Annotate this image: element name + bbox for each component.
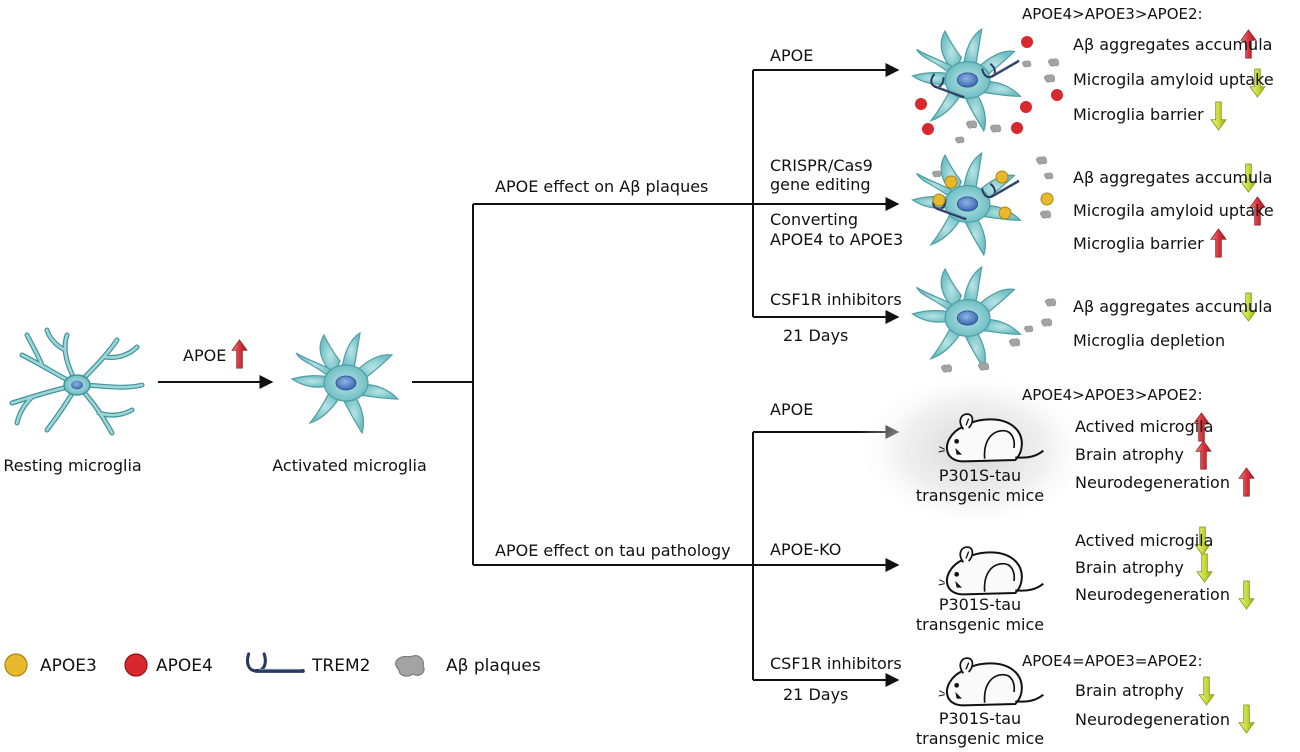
plaques-branch-label: APOE effect on Aβ plaques bbox=[495, 177, 709, 196]
plaque-blob bbox=[1041, 318, 1053, 327]
convert-label-1: Converting bbox=[770, 210, 859, 229]
apoe3-dot bbox=[1040, 192, 1054, 206]
legend-apoe4-label: APOE4 bbox=[156, 656, 213, 676]
mouse-ko-image bbox=[937, 545, 1045, 596]
tau-branch-label: APOE effect on tau pathology bbox=[495, 541, 731, 560]
mouse-caption-1b: transgenic mice bbox=[915, 486, 1045, 505]
plaque-blob bbox=[1048, 58, 1060, 67]
outcome-t3-1: Brain atrophy bbox=[1075, 681, 1184, 700]
apoe4-dot bbox=[1020, 101, 1032, 113]
outcome-t2-1: Actived microgila bbox=[1075, 531, 1214, 550]
days-top-label: 21 Days bbox=[783, 326, 849, 345]
down-arrow-icon bbox=[1198, 676, 1215, 706]
plaque-blob bbox=[1040, 210, 1052, 219]
resting-microglia-image bbox=[12, 330, 142, 433]
plaque-blob bbox=[1044, 74, 1056, 83]
outcome-t1-1: Actived microgila bbox=[1075, 417, 1214, 436]
plaque-blob bbox=[941, 364, 953, 373]
up-arrow-icon bbox=[1210, 228, 1227, 258]
legend-trem2-label: TREM2 bbox=[312, 656, 371, 676]
plaque-blob bbox=[978, 362, 990, 371]
apoe4-dot bbox=[1051, 89, 1063, 101]
down-arrow-icon bbox=[1210, 101, 1227, 131]
plaque-panel-crispr bbox=[911, 152, 1054, 256]
trem2-legend-icon bbox=[247, 654, 302, 671]
csf1r-top-label: CSF1R inhibitors bbox=[770, 290, 902, 309]
plaque-blob bbox=[1024, 325, 1034, 333]
plaque-apoe-label: APOE bbox=[770, 46, 814, 65]
legend-apoe3-label: APOE3 bbox=[40, 656, 97, 676]
outcome-t2-2: Brain atrophy bbox=[1075, 558, 1184, 577]
legend-plaques-label: Aβ plaques bbox=[446, 656, 541, 676]
apoe3-dot bbox=[998, 206, 1012, 220]
outcome-t1-3: Neurodegeneration bbox=[1075, 473, 1230, 492]
outcome-p1-1: Aβ aggregates accumula bbox=[1073, 35, 1273, 54]
apoe4-dot bbox=[922, 123, 934, 135]
plaque-panel-apoe bbox=[911, 28, 1063, 144]
mouse-caption-1a: P301S-tau bbox=[938, 466, 1022, 485]
down-arrow-icon bbox=[1196, 553, 1213, 583]
mouse-caption-2a: P301S-tau bbox=[938, 595, 1022, 614]
outcome-t2-3: Neurodegeneration bbox=[1075, 585, 1230, 604]
plaque-blob bbox=[1044, 172, 1054, 180]
apoe4-dot bbox=[915, 98, 927, 110]
legend-apoe4-dot bbox=[124, 653, 148, 677]
tau-ko-label: APOE-KO bbox=[770, 540, 842, 559]
apoe4-dot bbox=[1011, 122, 1023, 134]
outcome-p1-2: Microgila amyloid uptake bbox=[1073, 70, 1274, 89]
days-bottom-label: 21 Days bbox=[783, 685, 849, 704]
crispr-label-1: CRISPR/Cas9 bbox=[770, 156, 873, 175]
activated-microglia-image bbox=[291, 332, 399, 434]
up-arrow-icon bbox=[1238, 467, 1255, 497]
outcome-p3-2: Microglia depletion bbox=[1073, 331, 1226, 350]
activated-microglia-label: Activated microglia bbox=[272, 456, 427, 475]
legend-apoe3-dot bbox=[4, 653, 28, 677]
apoe3-dot bbox=[995, 170, 1009, 184]
resting-microglia-label: Resting microglia bbox=[3, 456, 142, 475]
plaque-blob bbox=[1009, 338, 1021, 347]
outcome-t1-2: Brain atrophy bbox=[1075, 445, 1184, 464]
tau-apoe-label: APOE bbox=[770, 400, 814, 419]
plaque-panel-csf1r bbox=[911, 266, 1057, 373]
up-arrow-icon bbox=[231, 339, 248, 369]
apoe3-dot bbox=[944, 175, 958, 189]
outcome-p2-1: Aβ aggregates accumula bbox=[1073, 168, 1273, 187]
apoe4-dot bbox=[1021, 36, 1033, 48]
plaque-legend-icon bbox=[394, 654, 425, 677]
mouse-caption-3a: P301S-tau bbox=[938, 709, 1022, 728]
outcome-p3-1: Aβ aggregates accumula bbox=[1073, 297, 1273, 316]
convert-label-2: APOE4 to APOE3 bbox=[770, 230, 904, 249]
apoe-arrow-label: APOE bbox=[183, 346, 227, 365]
plaque-blob bbox=[1022, 60, 1032, 68]
order-mid-label: APOE4>APOE3>APOE2: bbox=[1022, 386, 1203, 404]
up-arrow-icon bbox=[1195, 440, 1212, 470]
plaque-blob bbox=[966, 120, 978, 129]
plaque-blob bbox=[932, 170, 942, 178]
down-arrow-icon bbox=[1238, 580, 1255, 610]
mouse-caption-3b: transgenic mice bbox=[915, 729, 1045, 748]
down-arrow-icon bbox=[1238, 704, 1255, 734]
outcome-p2-3: Microglia barrier bbox=[1073, 234, 1204, 253]
csf1r-bottom-label: CSF1R inhibitors bbox=[770, 654, 902, 673]
order-top-label: APOE4>APOE3>APOE2: bbox=[1022, 5, 1203, 23]
outcome-t3-2: Neurodegeneration bbox=[1075, 710, 1230, 729]
order-equal-label: APOE4=APOE3=APOE2: bbox=[1022, 652, 1203, 670]
plaque-blob bbox=[1036, 156, 1048, 165]
mouse-caption-2b: transgenic mice bbox=[915, 615, 1045, 634]
plaque-blob bbox=[1045, 298, 1057, 307]
flow-lines bbox=[158, 63, 900, 687]
crispr-label-2: gene editing bbox=[770, 175, 871, 194]
plaque-blob bbox=[990, 124, 1002, 133]
outcome-p2-2: Microgila amyloid uptake bbox=[1073, 201, 1274, 220]
legend bbox=[4, 653, 425, 677]
outcome-p1-3: Microglia barrier bbox=[1073, 105, 1204, 124]
apoe3-dot bbox=[932, 193, 946, 207]
plaque-blob bbox=[955, 136, 965, 144]
